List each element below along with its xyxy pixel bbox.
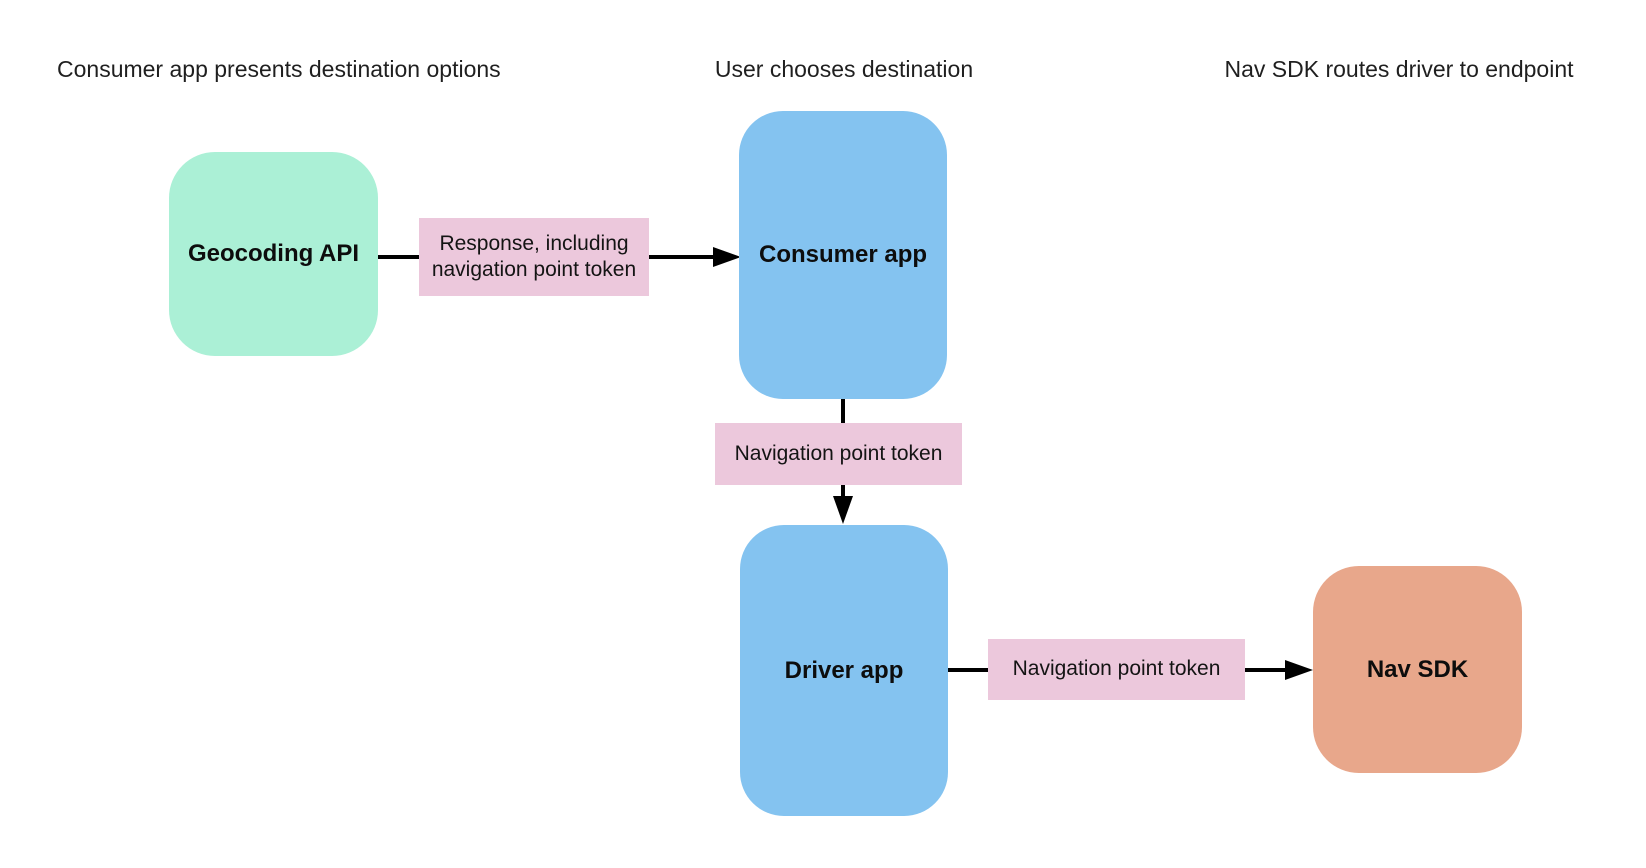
arrowhead-icon: [833, 496, 853, 524]
node-driver-app-label: Driver app: [784, 656, 904, 684]
node-geocoding-api-label: Geocoding API: [187, 240, 360, 267]
node-nav-sdk-label: Nav SDK: [1366, 655, 1469, 683]
node-geocoding-api: Geocoding API: [169, 152, 378, 356]
node-nav-sdk: Nav SDK: [1313, 566, 1522, 773]
node-consumer-app: Consumer app: [739, 111, 947, 399]
arrowhead-icon: [1285, 660, 1313, 680]
edge-label-navigation-point-token-2: Navigation point token: [988, 639, 1245, 700]
edge-label-response-including-token: Response, including navigation point tok…: [419, 218, 649, 296]
edge-label-text: Response, including navigation point tok…: [431, 231, 637, 281]
edge-label-navigation-point-token-1: Navigation point token: [715, 423, 962, 485]
stage-header-navsdk-routes: Nav SDK routes driver to endpoint: [1224, 56, 1574, 82]
edge-label-text: Navigation point token: [1012, 657, 1221, 681]
edge-label-text: Navigation point token: [734, 441, 943, 465]
stage-header-user-chooses: User chooses destination: [714, 56, 974, 82]
node-consumer-app-label: Consumer app: [758, 241, 928, 268]
arrowhead-icon: [713, 247, 741, 267]
node-driver-app: Driver app: [740, 525, 948, 816]
stage-header-consumer-presents: Consumer app presents destination option…: [57, 56, 501, 82]
